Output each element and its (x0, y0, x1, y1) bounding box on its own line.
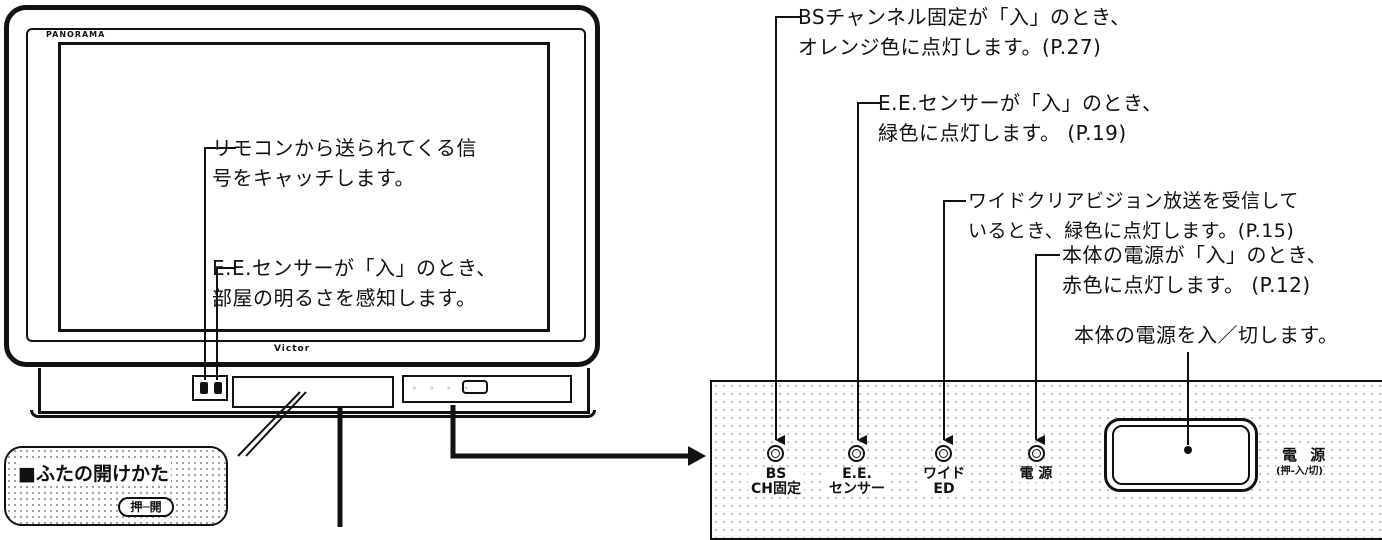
bs-fixed-label-line1: BS (765, 466, 787, 482)
power-button-sub-label: (押-入/切) (1276, 462, 1323, 477)
wide-ed-label-line2: ED (933, 481, 955, 497)
ee-sensor-led (848, 445, 865, 462)
power-led-leader (1035, 254, 1060, 445)
bs-fixed-label-line2: CH固定 (751, 481, 801, 497)
ee-sensor-label-line1: E.E. (842, 466, 872, 482)
power-button-note: 本体の電源を入／切します。 (1074, 323, 1339, 347)
wide-clear-note-line1: ワイドクリアビジョン放送を受信して (968, 190, 1299, 212)
wide-clear-note: ワイドクリアビジョン放送を受信して いるとき、緑色に点灯します。(P.15) (968, 186, 1299, 246)
power-button[interactable] (1112, 425, 1250, 485)
ee-led-note: E.E.センサーが「入」のとき、 緑色に点灯します。 (P.19) (878, 88, 1163, 148)
power-led-label-line1: 電 源 (1019, 466, 1053, 482)
remote-sensor-window (192, 375, 228, 401)
ee-led-leader (857, 102, 880, 445)
wide-ed-led (935, 445, 952, 462)
lid-callout-pointer (237, 391, 301, 457)
ee-sensor-label-line2: センサー (829, 481, 885, 497)
bs-fixed-label: BS CH固定 (748, 467, 804, 497)
control-panel-enlarged (710, 380, 1382, 540)
ee-sensor-leader (216, 267, 236, 380)
brand-logo-center: Victor (274, 344, 311, 354)
bs-fixed-note: BSチャンネル固定が「入」のとき、 オレンジ色に点灯します。(P.27) (798, 2, 1131, 62)
wide-clear-note-line2: いるとき、緑色に点灯します。(P.15) (968, 220, 1295, 242)
remote-sensor-note-line1: リモコンから送られてくる信 (212, 136, 477, 160)
power-led-label: 電 源 (1012, 467, 1060, 482)
power-led-note-line2: 赤色に点灯します。 (P.12) (1062, 273, 1311, 297)
wide-ed-label-line1: ワイド (923, 466, 965, 482)
bs-fixed-note-line2: オレンジ色に点灯します。(P.27) (798, 35, 1102, 59)
bs-leader (775, 16, 800, 445)
ee-sensor-label: E.E. センサー (827, 467, 887, 497)
indicator-dots-small: ◦ ◦ ◦ ◦ (412, 384, 474, 393)
power-button-label: 電 源 (1282, 444, 1330, 465)
brand-logo-top: PANORAMA (46, 30, 106, 39)
wide-ed-label: ワイド ED (920, 467, 968, 497)
ee-led-note-line2: 緑色に点灯します。 (P.19) (878, 121, 1127, 145)
power-led-note-line1: 本体の電源が「入」のとき、 (1062, 243, 1328, 267)
tv-stand (30, 410, 596, 418)
power-button-small[interactable] (462, 380, 488, 394)
lid-instruction-title: ■ふたの開けかた (16, 459, 171, 486)
remote-sensor-leader (204, 147, 236, 380)
ee-sensor-dot (214, 382, 222, 394)
remote-sensor-note: リモコンから送られてくる信 号をキャッチします。 (212, 133, 477, 193)
front-control-panel-small (402, 375, 572, 403)
power-led-note: 本体の電源が「入」のとき、 赤色に点灯します。 (P.12) (1062, 240, 1327, 300)
power-button-leader-dot (1184, 446, 1192, 454)
ee-led-note-line1: E.E.センサーが「入」のとき、 (878, 91, 1163, 115)
bs-fixed-led (767, 445, 784, 462)
zoom-arrow (450, 405, 690, 459)
ee-sensor-note-line1: E.E.センサーが「入」のとき、 (212, 256, 497, 280)
remote-sensor-dot (200, 382, 208, 394)
leader-lines (204, 16, 1192, 527)
power-led (1028, 445, 1045, 462)
wide-leader (943, 200, 966, 445)
front-lid[interactable] (232, 376, 394, 408)
tv-screen (58, 42, 550, 332)
remote-sensor-note-line2: 号をキャッチします。 (212, 166, 415, 190)
bs-fixed-note-line1: BSチャンネル固定が「入」のとき、 (798, 5, 1131, 29)
lid-open-button[interactable]: 押─開 (118, 497, 174, 517)
ee-sensor-note-line2: 部屋の明るさを感知します。 (212, 286, 477, 310)
ee-sensor-note: E.E.センサーが「入」のとき、 部屋の明るさを感知します。 (212, 253, 497, 313)
